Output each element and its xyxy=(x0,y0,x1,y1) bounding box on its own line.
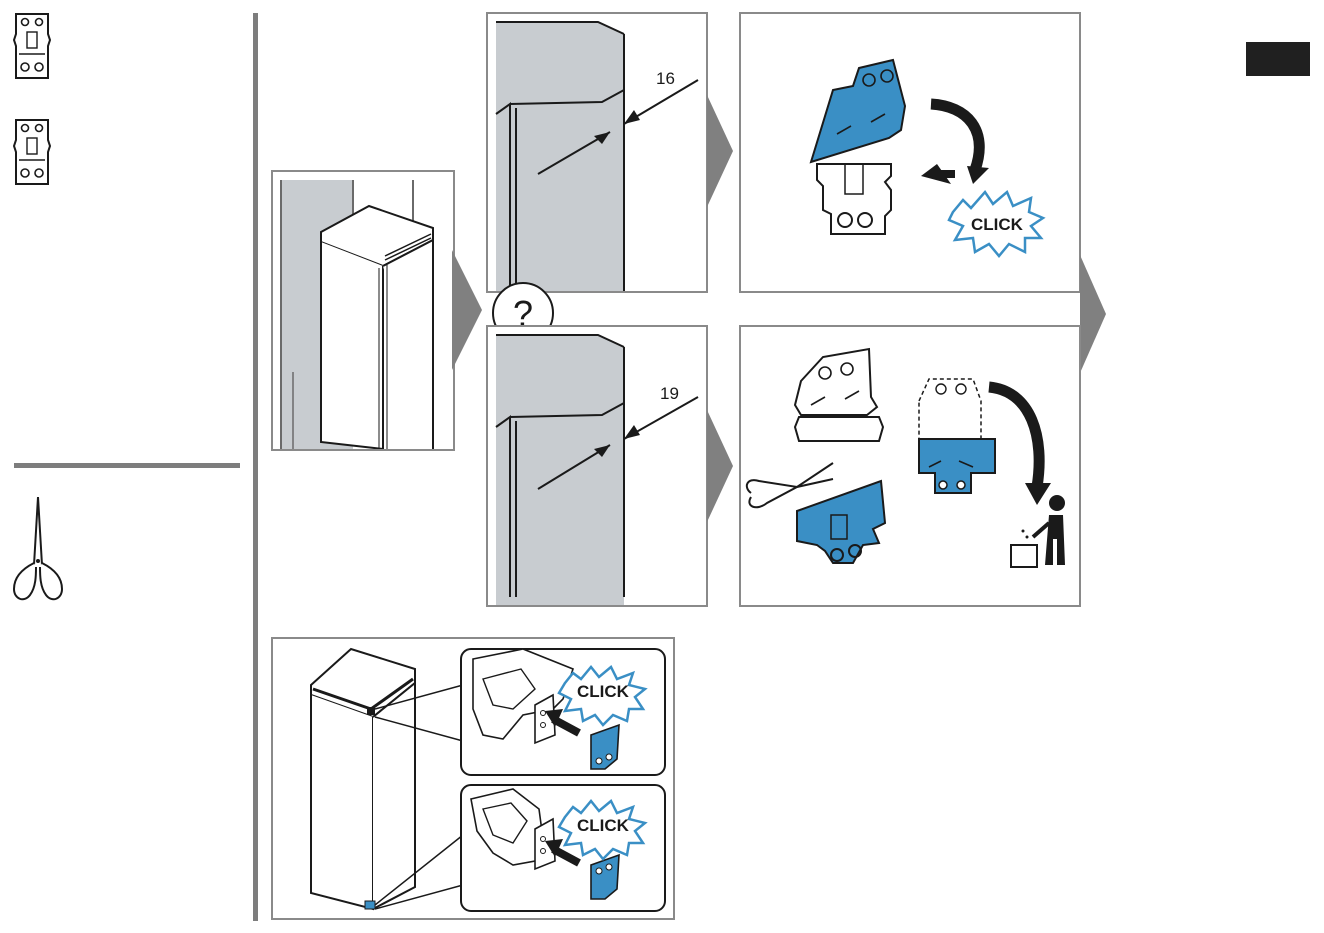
cut-plate-panel xyxy=(739,325,1081,607)
gap-19-panel: 19 xyxy=(486,325,708,607)
click-label-1: CLICK xyxy=(971,215,1024,234)
install-plates-illustration: CLICK CLICK xyxy=(273,639,673,918)
step-arrow-2 xyxy=(707,95,735,207)
dimension-label-19: 19 xyxy=(660,384,679,403)
niche-wall-19-illustration: 19 xyxy=(488,327,706,605)
hinge-plate-part-icon-2 xyxy=(10,118,54,188)
click-label-3: CLICK xyxy=(577,816,630,835)
fold-plate-panel: CLICK xyxy=(739,12,1081,293)
gap-16-panel: 16 xyxy=(486,12,708,293)
section-divider xyxy=(253,13,258,921)
page-corner-marker xyxy=(1246,42,1310,76)
cut-plate-illustration xyxy=(741,327,1079,605)
sidebar-divider xyxy=(14,463,240,468)
dimension-label-16: 16 xyxy=(656,69,675,88)
appliance-niche-panel xyxy=(271,170,455,451)
niche-wall-16-illustration: 16 xyxy=(488,14,706,291)
fold-plate-illustration: CLICK xyxy=(741,14,1079,291)
scissors-tool-icon xyxy=(8,495,68,607)
install-plates-panel: CLICK CLICK xyxy=(271,637,675,920)
appliance-in-niche-illustration xyxy=(273,172,453,449)
step-arrow-1 xyxy=(452,250,484,370)
step-arrow-4 xyxy=(1080,255,1108,373)
step-arrow-3 xyxy=(707,410,735,522)
hinge-plate-part-icon-1 xyxy=(10,12,54,82)
click-label-2: CLICK xyxy=(577,682,630,701)
